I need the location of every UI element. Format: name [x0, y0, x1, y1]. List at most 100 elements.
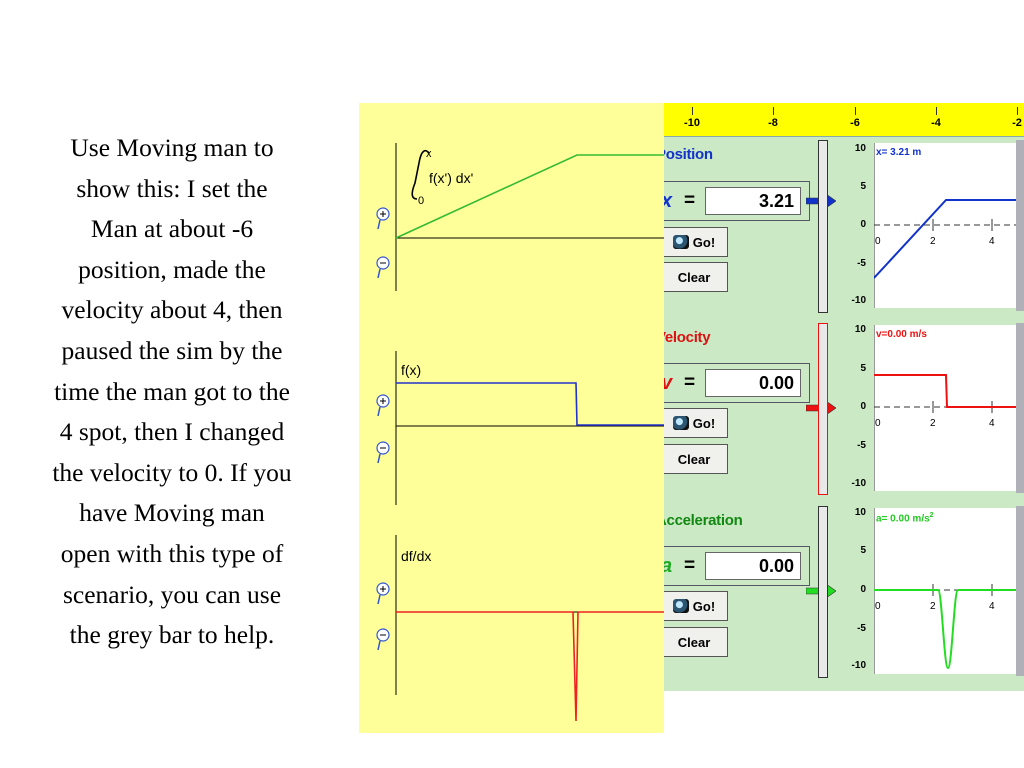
moving-man-simulation: -10 -8 -6 -4 -2 Position x = 3.21 Go! Cl…	[664, 103, 1024, 691]
position-x-tick: 2	[930, 236, 936, 247]
integral-sign-icon	[411, 149, 430, 200]
acceleration-input[interactable]: 0.00	[705, 552, 801, 580]
position-go-button[interactable]: Go!	[664, 227, 728, 257]
time-cursor-bar[interactable]	[1016, 140, 1024, 311]
position-y-tick: 5	[860, 181, 866, 192]
integral-curve	[395, 154, 664, 239]
ruler-tick-label: -2	[1012, 117, 1022, 129]
calculus-grapher-panel: x 0 f(x') dx' f(x)	[359, 103, 664, 733]
acceleration-clear-button[interactable]: Clear	[664, 627, 728, 657]
velocity-y-tick: 5	[860, 363, 866, 374]
position-input[interactable]: 3.21	[705, 187, 801, 215]
position-readout: x= 3.21 m	[876, 147, 922, 158]
acceleration-symbol: a	[664, 555, 672, 578]
acceleration-x-tick: 4	[989, 601, 995, 612]
acceleration-x-tick: 2	[930, 601, 936, 612]
velocity-go-button[interactable]: Go!	[664, 408, 728, 438]
velocity-title: Velocity	[664, 329, 711, 346]
velocity-clear-button[interactable]: Clear	[664, 444, 728, 474]
velocity-plot[interactable]: 0 2 4	[874, 325, 1024, 491]
acceleration-go-button[interactable]: Go!	[664, 591, 728, 621]
velocity-x-tick: 4	[989, 418, 995, 429]
camera-icon	[672, 416, 689, 430]
acceleration-x-tick: 0	[875, 601, 881, 612]
position-x-tick: 4	[989, 236, 995, 247]
caption-line: open with this type of	[60, 538, 284, 568]
zoom-in-icon[interactable]	[376, 207, 390, 230]
calculus-graphs: x 0 f(x') dx' f(x)	[376, 143, 664, 722]
ruler-tick-label: -8	[768, 117, 778, 129]
position-y-tick: -5	[857, 258, 866, 269]
ruler-tick	[936, 107, 937, 115]
position-title: Position	[664, 146, 713, 163]
clear-label: Clear	[677, 451, 711, 467]
ruler-tick-label: -6	[850, 117, 860, 129]
caption-line: position, made the	[78, 254, 266, 284]
acceleration-readout-text: a= 0.00 m/s	[876, 513, 930, 525]
fx-curve	[396, 382, 664, 426]
position-y-tick: 0	[860, 219, 866, 230]
position-y-tick: 10	[854, 143, 866, 154]
go-label: Go!	[692, 598, 716, 614]
acceleration-curve	[874, 589, 1024, 670]
position-equals: =	[684, 190, 696, 211]
caption-line: the velocity to 0. If you	[52, 457, 292, 487]
zoom-in-icon[interactable]	[376, 582, 390, 605]
caption-line: Use Moving man to	[70, 133, 274, 162]
zoom-out-icon[interactable]	[376, 441, 390, 464]
position-curve	[874, 199, 1024, 279]
fx-graph: f(x)	[376, 351, 664, 505]
ruler-tick	[855, 107, 856, 115]
zoom-out-icon[interactable]	[376, 256, 390, 279]
acceleration-equals: =	[684, 555, 696, 576]
velocity-symbol: v	[664, 372, 672, 395]
velocity-y-tick: 0	[860, 401, 866, 412]
acceleration-plot-svg: 0 2 4	[874, 508, 1024, 674]
velocity-slider[interactable]	[818, 323, 828, 495]
velocity-readout: v=0.00 m/s	[876, 329, 927, 340]
velocity-x-tick: 2	[930, 418, 936, 429]
velocity-equals: =	[684, 372, 696, 393]
acceleration-y-tick: 0	[860, 584, 866, 595]
position-ruler[interactable]: -10 -8 -6 -4 -2	[664, 103, 1024, 137]
fx-label: f(x)	[401, 362, 421, 378]
clear-label: Clear	[677, 269, 711, 285]
position-plot-svg: 0 2 4	[874, 143, 1024, 308]
integral-lower-limit: 0	[418, 195, 424, 207]
acceleration-slider[interactable]	[818, 506, 828, 678]
position-slider[interactable]	[818, 140, 828, 313]
camera-icon	[672, 235, 689, 249]
velocity-input[interactable]: 0.00	[705, 369, 801, 397]
go-label: Go!	[692, 415, 716, 431]
dfdx-graph: df/dx	[376, 535, 664, 722]
zoom-out-icon[interactable]	[376, 628, 390, 651]
velocity-curve	[874, 374, 1024, 408]
position-x-tick: 0	[875, 236, 881, 247]
caption-line: Man at about -6	[90, 214, 254, 244]
acceleration-plot[interactable]: 0 2 4	[874, 508, 1024, 674]
clear-label: Clear	[677, 634, 711, 650]
caption-text: Use Moving man to show this: I set the M…	[8, 128, 336, 656]
ruler-tick	[692, 107, 693, 115]
integral-expression: f(x') dx'	[429, 170, 473, 186]
ruler-tick-label: -10	[684, 117, 700, 129]
velocity-y-tick: -5	[857, 440, 866, 451]
position-plot[interactable]: 0 2 4	[874, 143, 1024, 308]
acceleration-readout: a= 0.00 m/s2	[876, 512, 934, 524]
position-clear-button[interactable]: Clear	[664, 262, 728, 292]
dfdx-curve	[396, 611, 664, 722]
zoom-in-icon[interactable]	[376, 394, 390, 417]
acceleration-readout-sup: 2	[929, 512, 934, 519]
caption-line: have Moving man	[79, 498, 265, 528]
time-cursor-bar[interactable]	[1016, 323, 1024, 493]
go-label: Go!	[692, 234, 716, 250]
ruler-tick-label: -4	[931, 117, 941, 129]
caption-line: scenario, you can use	[62, 579, 282, 609]
acceleration-title: Acceleration	[664, 512, 743, 529]
integral-upper-limit: x	[426, 148, 432, 160]
velocity-value-box: v = 0.00	[664, 363, 810, 403]
caption-line: velocity about 4, then	[61, 295, 283, 325]
caption-line: show this: I set the	[76, 173, 268, 203]
caption-line: paused the sim by the	[61, 335, 283, 365]
time-cursor-bar[interactable]	[1016, 506, 1024, 676]
